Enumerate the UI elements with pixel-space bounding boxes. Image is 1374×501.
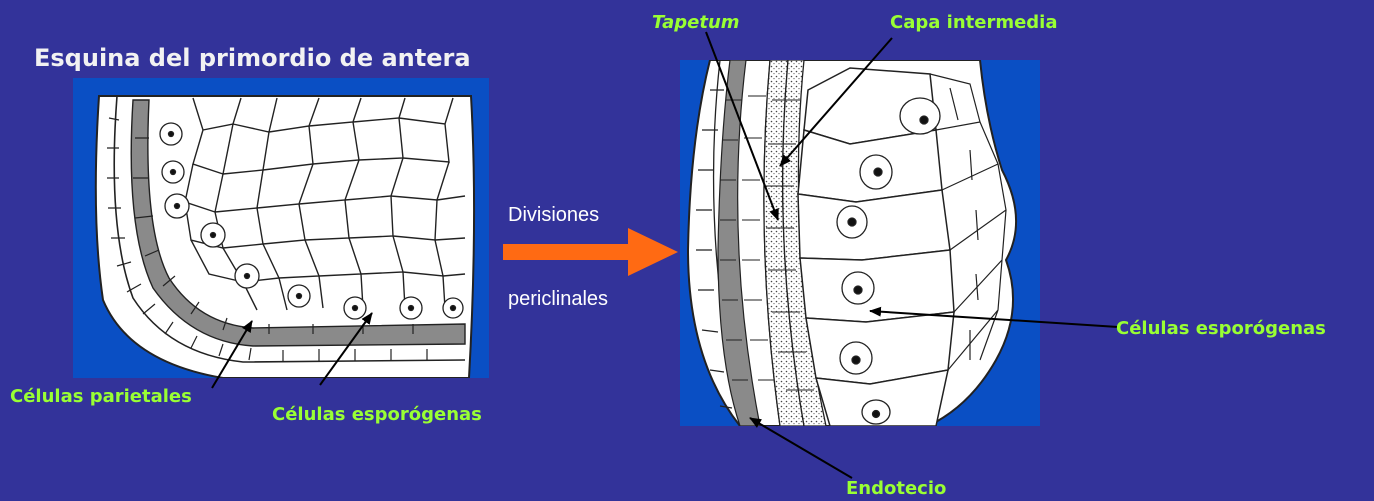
pointer-esporogenas-right xyxy=(870,311,1118,327)
pointer-parietales xyxy=(212,321,252,388)
pointer-endotecio xyxy=(750,418,852,478)
label-celulas-esporogenas-right: Células esporógenas xyxy=(1116,318,1326,339)
pointer-tapetum xyxy=(706,32,778,220)
label-celulas-esporogenas-left: Células esporógenas xyxy=(272,404,482,425)
pointer-esporogenas-left xyxy=(320,313,372,385)
label-tapetum: Tapetum xyxy=(652,12,740,33)
process-label-line2: periclinales xyxy=(508,288,608,311)
process-arrow xyxy=(503,228,678,276)
label-celulas-parietales: Células parietales xyxy=(10,386,192,407)
process-label-line1: Divisiones xyxy=(508,204,599,227)
label-endotecio: Endotecio xyxy=(846,478,946,499)
pointer-capa-intermedia xyxy=(780,38,892,166)
label-capa-intermedia: Capa intermedia xyxy=(890,12,1058,33)
